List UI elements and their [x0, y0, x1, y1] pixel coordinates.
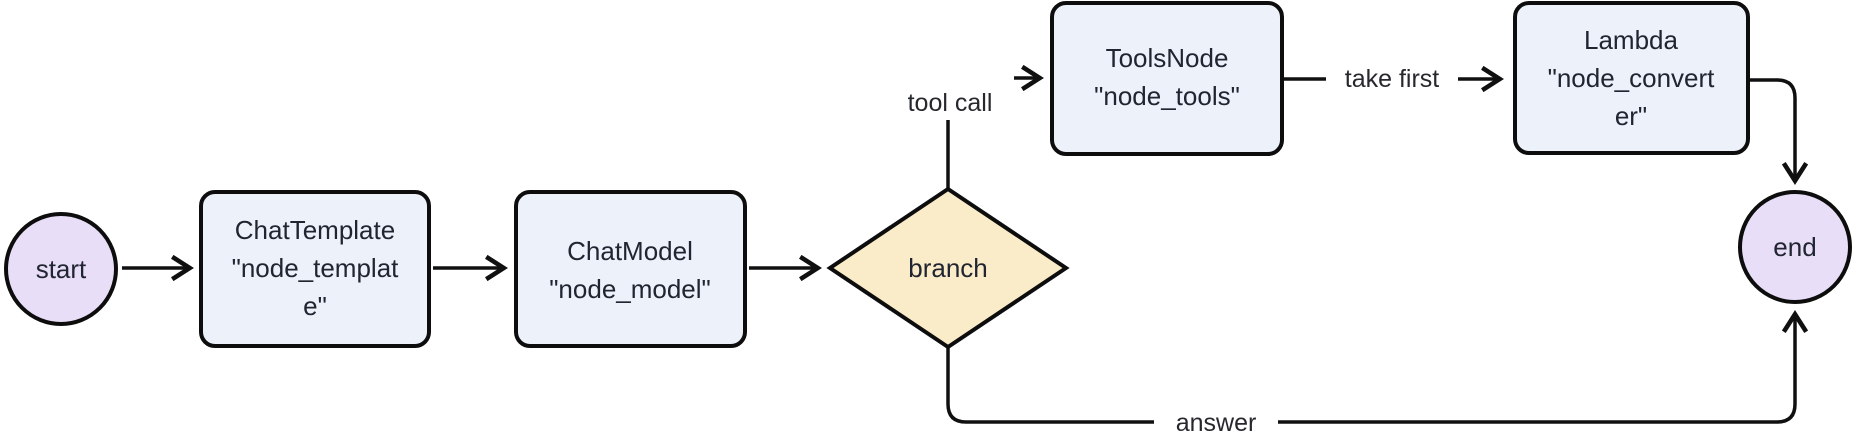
tools-node-label-line1: ToolsNode	[1106, 43, 1229, 73]
node-start: start	[4, 212, 118, 326]
node-branch: branch	[826, 186, 1070, 350]
end-circle	[1738, 190, 1852, 304]
edge-label-answer: answer	[1154, 402, 1278, 440]
node-chat-model: ChatModel "node_model"	[514, 190, 747, 348]
chat-template-label-line2: "node_templat	[232, 253, 400, 283]
lambda-label-line2: "node_convert	[1548, 63, 1716, 93]
chat-template-label-line1: ChatTemplate	[235, 215, 395, 245]
edge-converter-to-end	[1750, 78, 1809, 185]
edge-label-tool-call: tool call	[886, 58, 1014, 120]
node-converter: Lambda "node_convert er"	[1513, 1, 1750, 155]
node-end: end	[1738, 190, 1852, 304]
node-chat-template: ChatTemplate "node_templat e"	[199, 190, 431, 348]
lambda-label-line1: Lambda	[1584, 25, 1678, 55]
chat-model-label-line1: ChatModel	[567, 236, 693, 266]
node-tools: ToolsNode "node_tools"	[1050, 1, 1284, 156]
start-circle	[4, 212, 118, 326]
edge-label-take-first: take first	[1326, 58, 1458, 100]
lambda-box	[1513, 1, 1750, 155]
tools-node-box	[1050, 1, 1284, 156]
start-label: start	[36, 254, 87, 284]
lambda-label-line3: er"	[1615, 101, 1647, 131]
chat-template-box	[199, 190, 431, 348]
edge-labels: tool call take first answer	[886, 58, 1458, 440]
chat-model-label-line2: "node_model"	[549, 274, 711, 304]
edge-label-bg	[1154, 402, 1278, 440]
tools-node-label-line2: "node_tools"	[1094, 81, 1240, 111]
edge-label-text: tool call	[908, 89, 993, 117]
edge-label-text: take first	[1345, 65, 1440, 93]
edge-branch-to-end	[946, 310, 1809, 424]
branch-diamond	[826, 186, 1070, 350]
chat-model-box	[514, 190, 747, 348]
edge-label-text: answer	[1176, 409, 1257, 437]
end-label: end	[1773, 232, 1816, 262]
edge-label-bg	[886, 58, 1014, 120]
edge-label-bg	[1326, 58, 1458, 100]
chat-template-label-line3: e"	[303, 291, 327, 321]
branch-label: branch	[908, 253, 988, 283]
